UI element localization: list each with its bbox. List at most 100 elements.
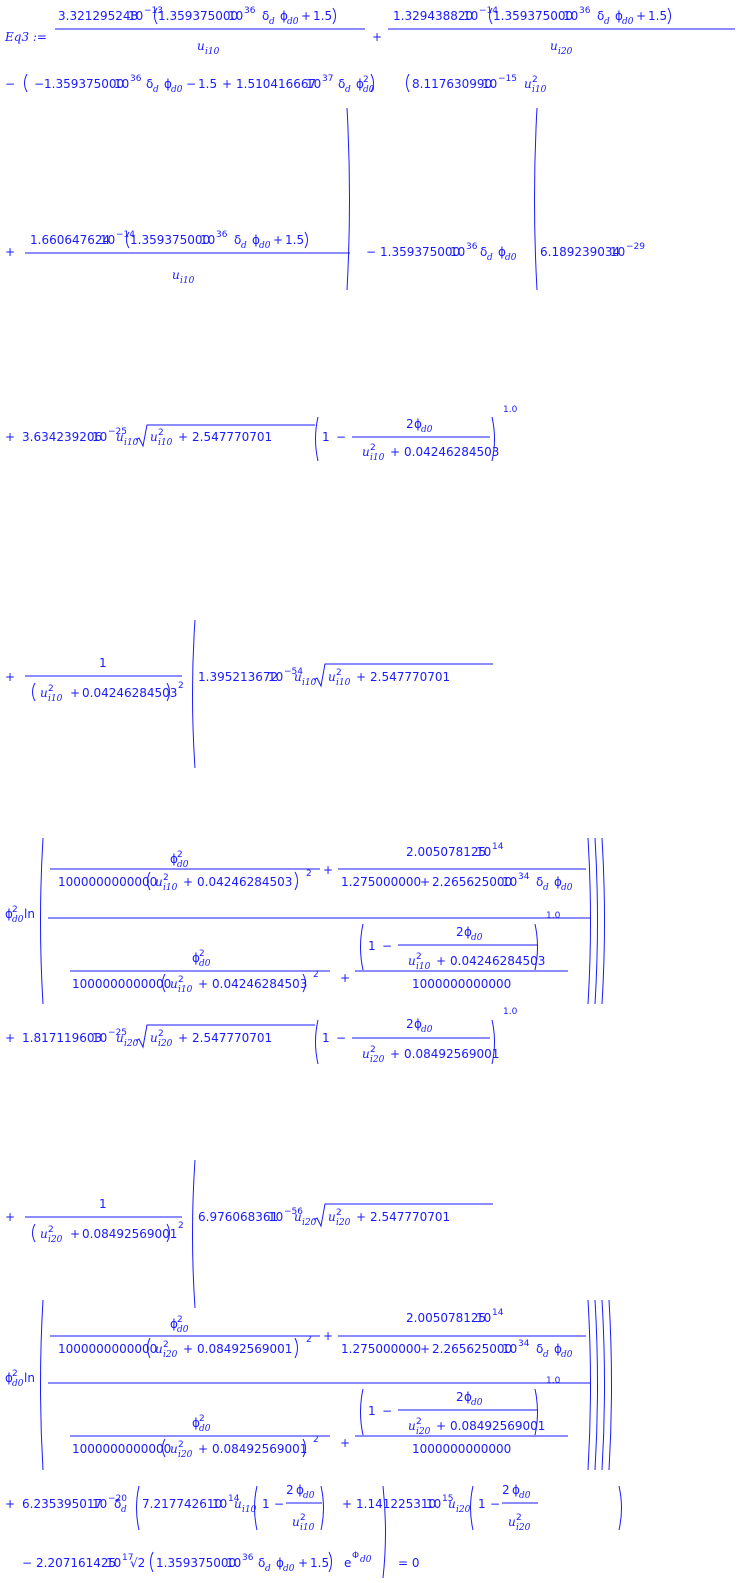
- math-token: √2: [130, 1556, 145, 1570]
- math-token: d0: [12, 915, 24, 925]
- math-token: 2: [178, 975, 184, 985]
- math-token: 34: [518, 872, 530, 882]
- math-token: 2.265625000: [432, 1342, 512, 1356]
- right-paren: [294, 1337, 298, 1359]
- math-token: 10: [482, 77, 497, 91]
- math-token: ϕ: [192, 1416, 200, 1430]
- math-token: +: [198, 1442, 208, 1456]
- math-token: +: [340, 1436, 350, 1450]
- math-token: u: [40, 1227, 48, 1241]
- math-token: u: [408, 1419, 416, 1433]
- math-token: 2: [370, 443, 376, 453]
- math-token: 0.04246284503: [212, 977, 307, 991]
- math-token: ϕ: [252, 233, 260, 247]
- math-token: 1.0: [546, 1376, 561, 1386]
- math-token: δ: [338, 77, 345, 91]
- math-token: 37: [322, 74, 333, 84]
- math-token: i10: [158, 438, 173, 448]
- math-token: 36: [130, 74, 142, 84]
- left-paren: [360, 1388, 364, 1436]
- math-token: d: [265, 1564, 271, 1574]
- math-token: 1.0: [503, 1007, 518, 1017]
- left-paren: [136, 1485, 140, 1531]
- math-token: d0: [199, 1424, 211, 1434]
- math-token: +: [436, 954, 446, 968]
- math-token: +: [390, 445, 400, 459]
- math-token: 1.5: [285, 233, 304, 247]
- math-token: u: [362, 1047, 370, 1061]
- math-token: 2.547770701: [370, 1210, 450, 1224]
- math-token: i10: [48, 694, 63, 704]
- math-token: i20: [516, 1523, 531, 1533]
- math-token: 10: [114, 77, 129, 91]
- math-token: 1.359375000: [493, 9, 573, 23]
- math-token: d0: [561, 883, 573, 893]
- math-token: 14: [492, 842, 504, 852]
- math-token: d0: [471, 933, 483, 943]
- math-token: 1.141225310: [356, 1497, 436, 1511]
- math-token: d: [121, 1505, 127, 1515]
- math-token: 1000000000000: [58, 1342, 157, 1356]
- right-paren: [587, 1299, 591, 1471]
- right-paren: [534, 923, 538, 971]
- math-token: d0: [177, 1325, 189, 1335]
- math-token: 2: [177, 1315, 183, 1325]
- math-token: u: [408, 954, 416, 968]
- math-token: +: [323, 863, 333, 877]
- math-token: +: [183, 875, 193, 889]
- math-token: 2: [406, 1017, 414, 1031]
- math-token: ϕ: [464, 925, 472, 939]
- math-token: u: [197, 39, 205, 53]
- right-paren: [594, 837, 598, 1005]
- math-token: i10: [178, 985, 193, 995]
- math-token: +: [70, 686, 80, 700]
- math-token: −: [5, 77, 15, 91]
- math-token: 36: [242, 1553, 254, 1563]
- math-token: δ: [114, 1497, 121, 1511]
- math-token: +: [420, 1342, 430, 1356]
- math-token: ϕ: [170, 852, 178, 866]
- math-token: 1: [478, 1497, 486, 1511]
- math-token: −14: [479, 6, 498, 16]
- math-token: 1.359375000: [156, 1556, 236, 1570]
- math-token: +: [183, 1342, 193, 1356]
- math-token: −25: [108, 1028, 127, 1038]
- math-token: +: [5, 1031, 15, 1045]
- math-token: 1.5: [648, 9, 667, 23]
- math-token: +: [5, 245, 15, 259]
- right-paren: [370, 73, 374, 93]
- math-token: 0.08492569001: [212, 1442, 307, 1456]
- math-token: 1.660647624: [30, 233, 110, 247]
- math-token: 1.5: [310, 1556, 329, 1570]
- math-token: d0: [519, 1491, 531, 1501]
- math-token: +: [420, 875, 430, 889]
- left-paren: [32, 682, 36, 702]
- math-token: 1: [262, 1497, 270, 1511]
- math-token: −56: [284, 1207, 303, 1217]
- math-token: 2: [516, 1513, 522, 1523]
- math-token: 1.0: [546, 911, 561, 921]
- math-token: i20: [163, 1350, 178, 1360]
- math-token: ϕ: [296, 1483, 304, 1497]
- right-paren: [382, 1485, 386, 1579]
- right-paren: [491, 1019, 495, 1065]
- math-token: d0: [199, 959, 211, 969]
- math-token: u: [328, 1210, 336, 1224]
- math-token: 10: [476, 845, 491, 859]
- right-paren: [491, 416, 495, 462]
- math-token: δ: [258, 1556, 265, 1570]
- left-paren: [489, 7, 493, 25]
- math-token: 10: [200, 233, 215, 247]
- math-token: u: [155, 875, 163, 889]
- math-token: 2.547770701: [370, 670, 450, 684]
- right-paren: [304, 231, 308, 249]
- math-token: −: [274, 1497, 284, 1511]
- math-token: 10: [128, 9, 143, 23]
- math-token: 2: [48, 1225, 54, 1235]
- math-token: 10: [92, 430, 107, 444]
- right-paren: [328, 1551, 332, 1573]
- math-token: 1000000000000: [58, 875, 157, 889]
- math-token: 1000000000000: [412, 977, 511, 991]
- math-token: 2: [48, 684, 54, 694]
- math-token: 10: [450, 245, 465, 259]
